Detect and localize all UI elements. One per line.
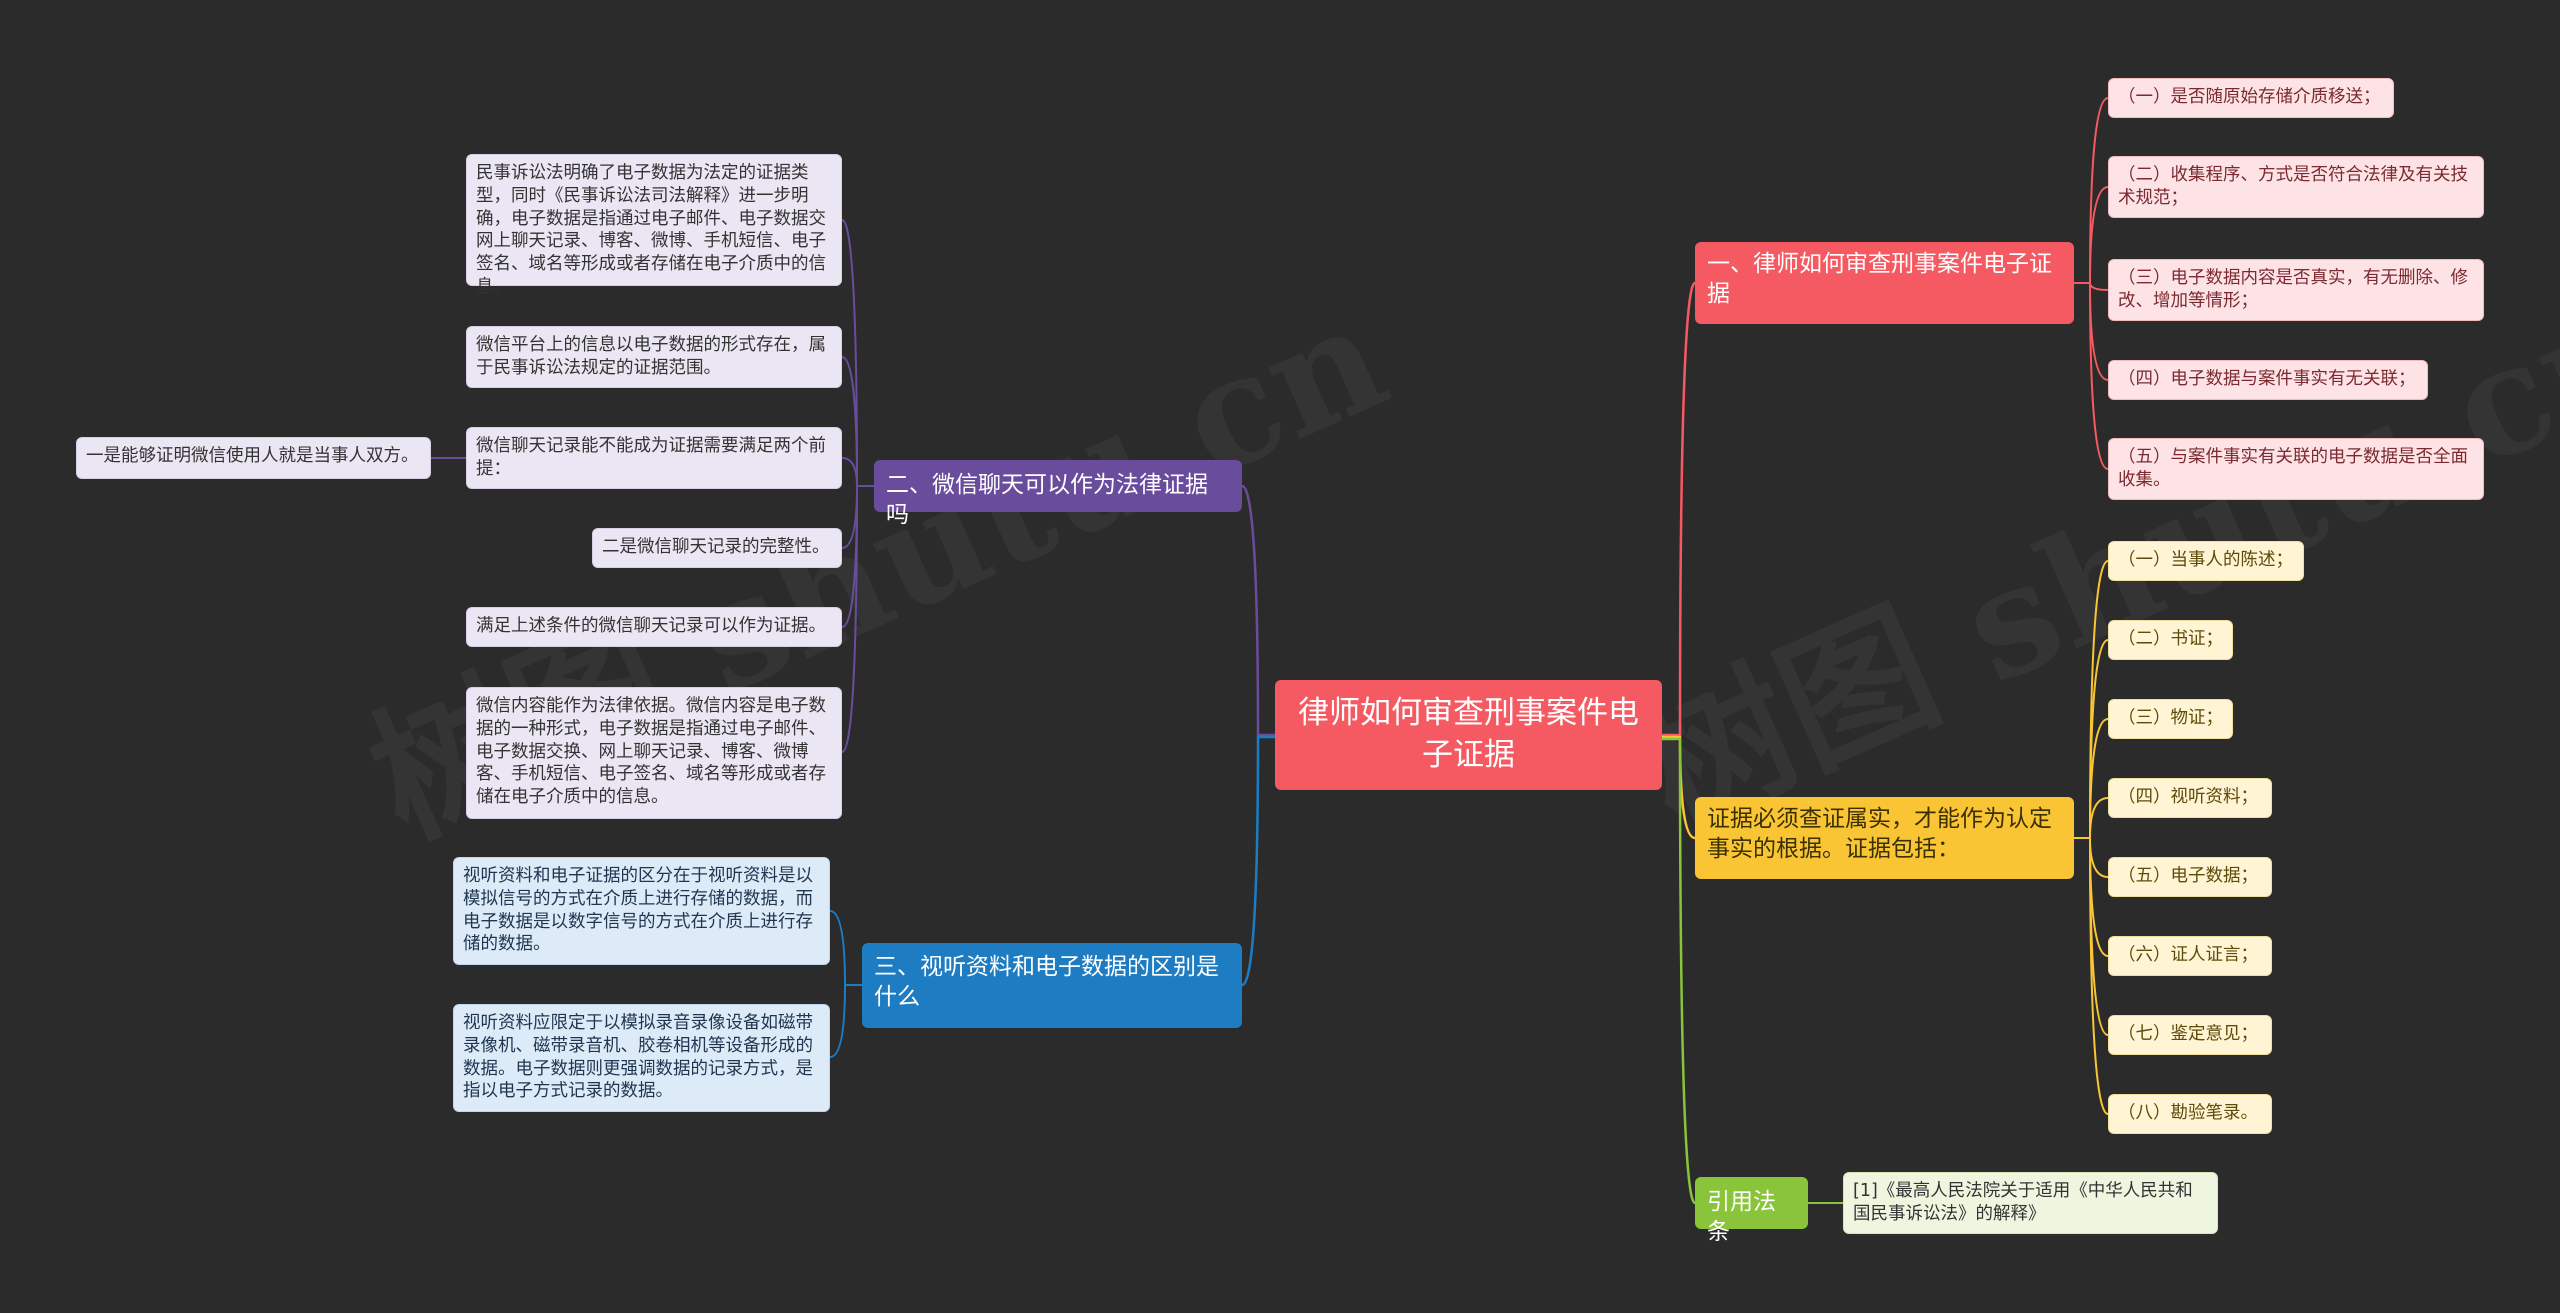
branch-av-title: 三、视听资料和电子数据的区别是什么 (874, 954, 1219, 1010)
evidence-item-3[interactable]: （三）物证； (2108, 699, 2233, 739)
evidence-item-8[interactable]: （八）勘验笔录。 (2108, 1094, 2272, 1134)
review-item-3[interactable]: （三）电子数据内容是否真实，有无删除、修改、增加等情形； (2108, 259, 2484, 321)
link-review-2 (2074, 186, 2109, 284)
branch-wechat-title: 二、微信聊天可以作为法律证据吗 (886, 472, 1208, 528)
branch-wechat[interactable]: 二、微信聊天可以作为法律证据吗 (874, 460, 1242, 528)
wechat-item-4[interactable]: 二是微信聊天记录的完整性。 (592, 528, 842, 568)
link-root-law (1662, 737, 1696, 1205)
review-item-1[interactable]: （一）是否随原始存储介质移送； (2108, 78, 2394, 118)
branch-review[interactable]: 一、律师如何审查刑事案件电子证据 (1695, 242, 2074, 324)
review-item-4[interactable]: （四）电子数据与案件事实有无关联； (2108, 360, 2428, 400)
evidence-item-7[interactable]: （七）鉴定意见； (2108, 1015, 2272, 1055)
law-item-1[interactable]: [1]《最高人民法院关于适用《中华人民共和国民事诉讼法》的解释》 (1843, 1172, 2218, 1234)
evidence-item-2[interactable]: （二）书证； (2108, 620, 2233, 660)
link-review-5 (2074, 282, 2109, 470)
branch-law-title: 引用法条 (1707, 1189, 1776, 1245)
branch-law[interactable]: 引用法条 (1695, 1177, 1808, 1245)
link-wechat-6 (841, 485, 874, 753)
evidence-item-1[interactable]: （一）当事人的陈述； (2108, 541, 2304, 581)
review-item-2[interactable]: （二）收集程序、方式是否符合法律及有关技术规范； (2108, 156, 2484, 218)
link-av-2 (829, 984, 862, 1058)
branch-review-title: 一、律师如何审查刑事案件电子证据 (1707, 251, 2052, 307)
link-wechat-2 (841, 356, 874, 487)
av-item-2[interactable]: 视听资料应限定于以模拟录音录像设备如磁带录像机、磁带录音机、胶卷相机等设备形成的… (453, 1004, 830, 1112)
wechat-item-5[interactable]: 满足上述条件的微信聊天记录可以作为证据。 (466, 607, 842, 647)
review-item-5[interactable]: （五）与案件事实有关联的电子数据是否全面收集。 (2108, 438, 2484, 500)
branch-evidence[interactable]: 证据必须查证属实，才能作为认定事实的根据。证据包括： (1695, 797, 2074, 879)
link-wechat-1 (841, 219, 874, 487)
link-root-av (1241, 735, 1275, 987)
branch-av[interactable]: 三、视听资料和电子数据的区别是什么 (862, 943, 1242, 1028)
wechat-item-1[interactable]: 民事诉讼法明确了电子数据为法定的证据类型，同时《民事诉讼法司法解释》进一步明确，… (466, 154, 842, 297)
evidence-item-5[interactable]: （五）电子数据； (2108, 857, 2272, 897)
evidence-item-6[interactable]: （六）证人证言； (2108, 936, 2272, 976)
link-evidence-8 (2074, 837, 2109, 1115)
link-av-1 (829, 910, 862, 986)
link-wechat-4 (841, 485, 874, 549)
wechat-item-6[interactable]: 微信内容能作为法律依据。微信内容是电子数据的一种形式，电子数据是指通过电子邮件、… (466, 687, 842, 819)
branch-evidence-title: 证据必须查证属实，才能作为认定事实的根据。证据包括： (1707, 806, 2052, 862)
link-wechat-3 (841, 457, 874, 487)
link-root-wechat (1241, 484, 1275, 737)
wechat-item-2[interactable]: 微信平台上的信息以电子数据的形式存在，属于民事诉讼法规定的证据范围。 (466, 326, 842, 388)
link-root-evidence (1662, 735, 1696, 840)
evidence-item-4[interactable]: （四）视听资料； (2108, 778, 2272, 818)
link-root-review (1662, 281, 1696, 737)
root-title: 律师如何审查刑事案件电子证据 (1298, 695, 1639, 773)
av-item-1[interactable]: 视听资料和电子证据的区分在于视听资料是以模拟信号的方式在介质上进行存储的数据，而… (453, 857, 830, 965)
link-wechat-5 (841, 485, 874, 628)
root-topic[interactable]: 律师如何审查刑事案件电子证据 (1275, 680, 1662, 790)
wechat-sub-item[interactable]: 一是能够证明微信使用人就是当事人双方。 (76, 437, 431, 479)
wechat-item-3[interactable]: 微信聊天记录能不能成为证据需要满足两个前提： (466, 427, 842, 489)
